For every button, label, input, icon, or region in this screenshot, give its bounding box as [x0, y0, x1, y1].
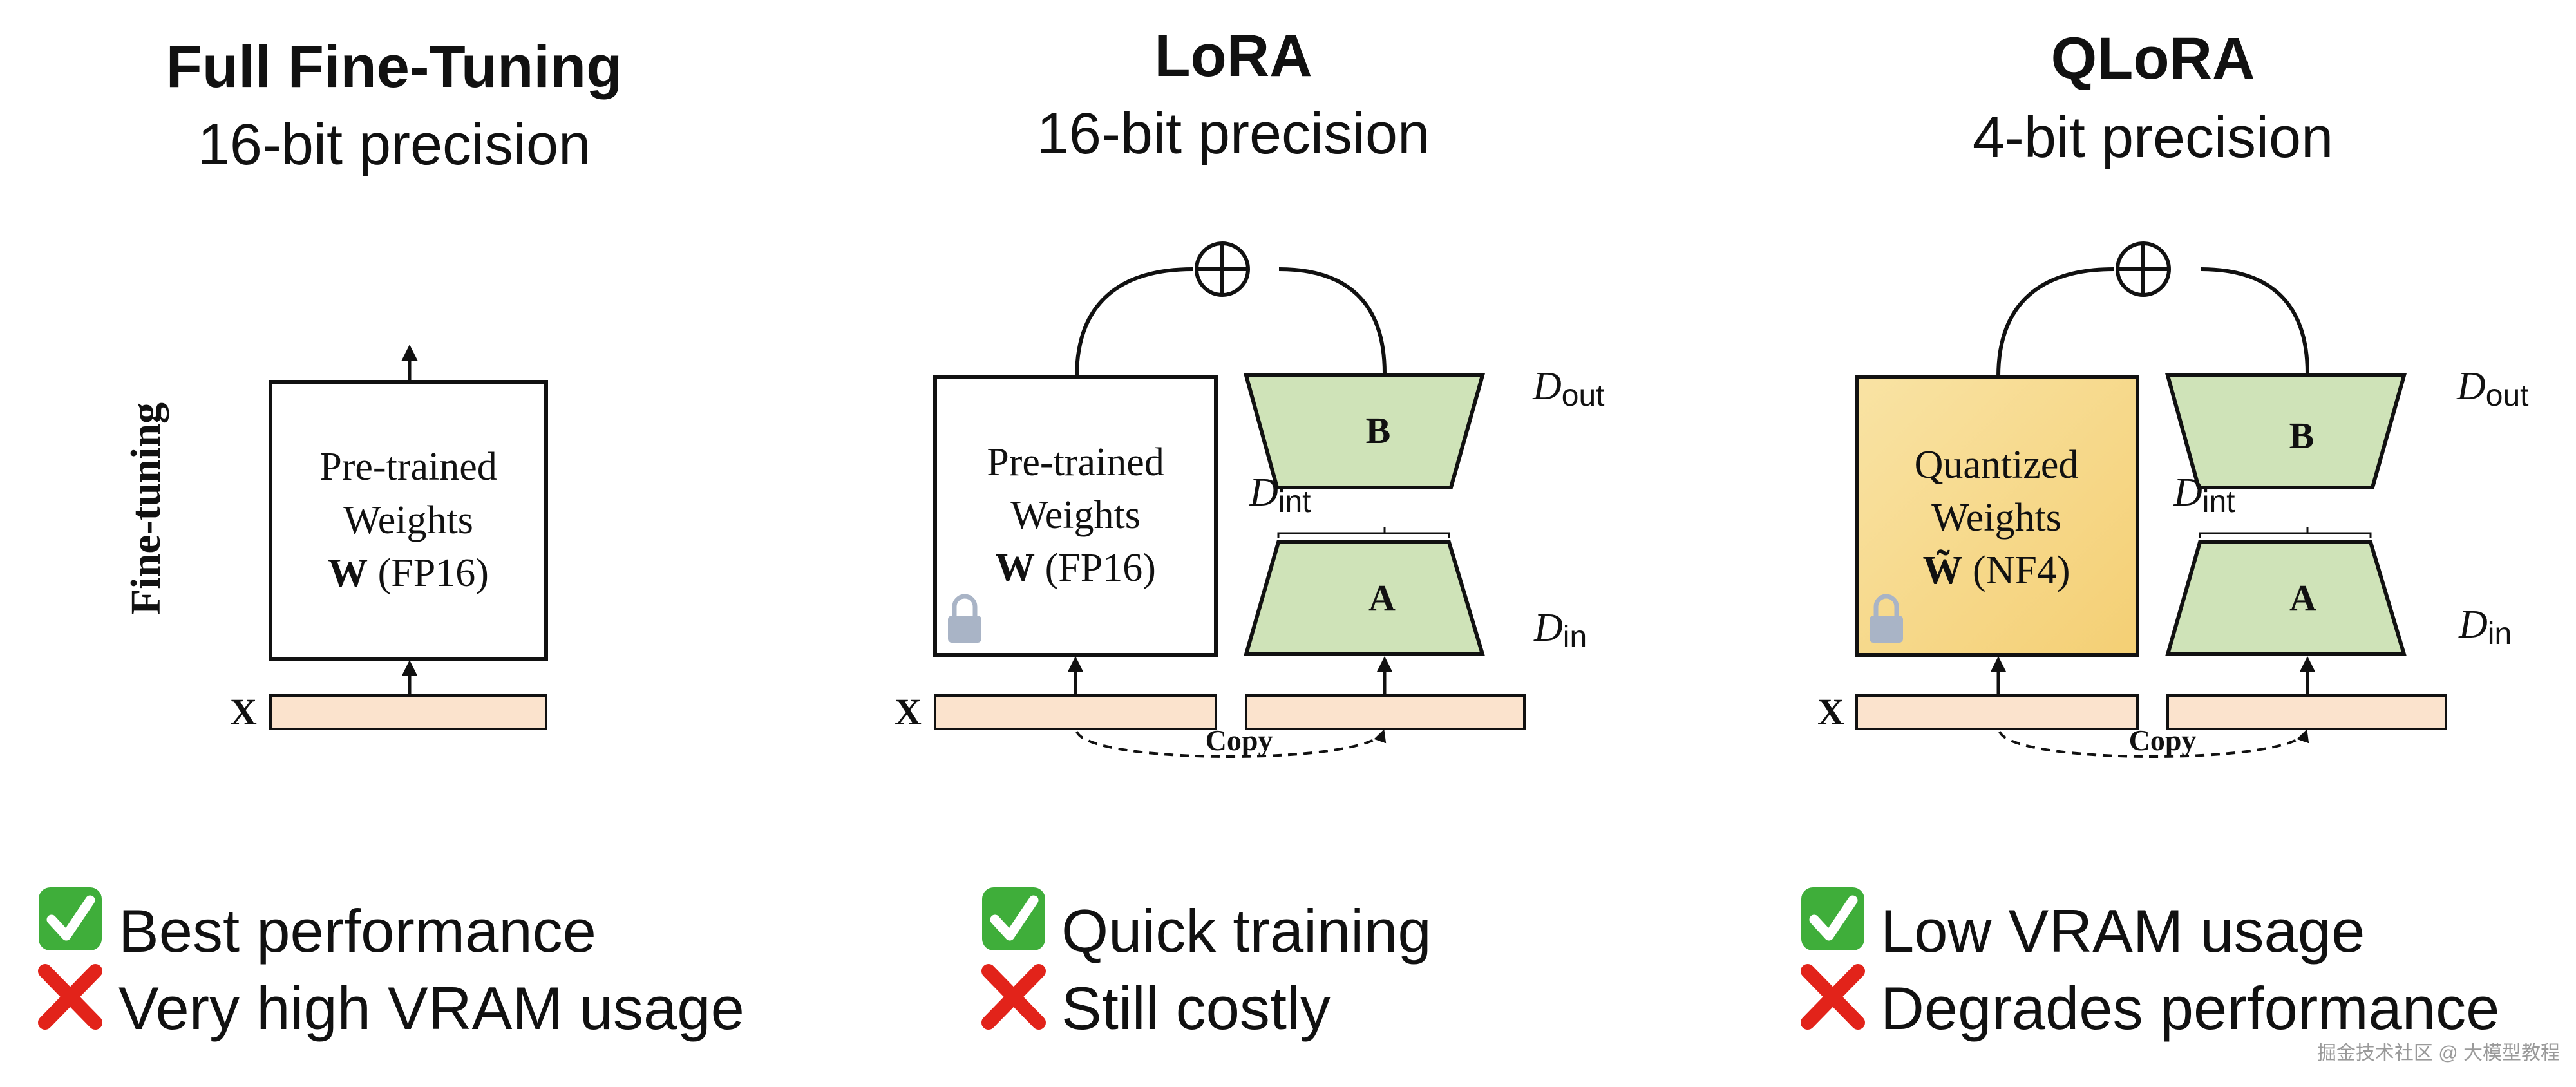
input-bar — [269, 694, 547, 730]
panel-lora: LoRA 16-bit precision Pre-trained Weight… — [895, 23, 1604, 1042]
watermark: 掘金技术社区 @ 大模型教程 — [2317, 1043, 2560, 1064]
pro-item: Low VRAM usage — [1801, 887, 2365, 965]
copy-path — [1075, 729, 1387, 758]
weights-format: (FP16) — [1045, 546, 1156, 590]
weights-line1: Quantized — [1915, 443, 2079, 487]
weights-format: (NF4) — [1973, 549, 2070, 592]
input-label: X — [230, 691, 257, 733]
adapter-path-curve — [2201, 267, 2309, 374]
input-copy-bar — [1245, 694, 1526, 730]
panel-subtitle: 16-bit precision — [198, 113, 591, 177]
panel-subtitle: 16-bit precision — [1037, 102, 1430, 166]
check-mark-icon — [982, 887, 1045, 950]
adapter-b-trapezoid — [1244, 373, 1485, 489]
panel-title: Full Fine-Tuning — [166, 34, 623, 100]
input-copy-bar — [2166, 694, 2447, 730]
copy-label: Copy — [1206, 724, 1273, 757]
adapter-a-trapezoid — [2165, 540, 2407, 656]
weights-line3: W (FP16) — [328, 551, 489, 595]
input-bar — [934, 694, 1217, 730]
panel-title: LoRA — [1154, 23, 1312, 89]
weights-line3: W (FP16) — [995, 546, 1156, 590]
panel-qlora: QLoRA 4-bit precision Quantized Weights … — [1801, 26, 2529, 1042]
pro-item: Best performance — [39, 887, 596, 965]
input-label: X — [895, 691, 922, 733]
weights-line3: W̃ (NF4) — [1922, 549, 2070, 592]
input-bar — [1855, 694, 2139, 730]
cross-mark-icon — [38, 964, 102, 1030]
input-label: X — [1817, 691, 1844, 733]
con-item: Very high VRAM usage — [38, 964, 744, 1042]
dim-in-label: Din — [2458, 603, 2512, 651]
con-item: Degrades performance — [1801, 964, 2499, 1042]
frozen-path-curve — [1075, 267, 1193, 377]
con-text: Very high VRAM usage — [118, 974, 744, 1042]
panel-full-fine-tuning: Full Fine-Tuning 16-bit precision Fine-t… — [38, 34, 744, 1042]
adapter-b-label: B — [2289, 415, 2315, 457]
adapter-a-trapezoid — [1244, 540, 1486, 656]
check-mark-icon — [39, 887, 102, 950]
weights-line2: Weights — [343, 498, 473, 542]
con-text: Still costly — [1061, 974, 1331, 1042]
weights-symbol: W — [995, 546, 1035, 590]
adapter-path-curve — [1278, 267, 1387, 374]
pro-text: Quick training — [1061, 897, 1432, 965]
cross-mark-icon — [981, 964, 1046, 1030]
dim-int-label: Dint — [2173, 471, 2235, 519]
adapter-b-trapezoid — [2165, 373, 2407, 489]
weights-line1: Pre-trained — [987, 440, 1164, 484]
weights-symbol: W̃ — [1922, 549, 1962, 592]
dim-out-label: Dout — [1532, 364, 1605, 413]
frozen-path-curve — [1996, 267, 2114, 377]
adapter-b-label: B — [1366, 410, 1391, 451]
weights-box — [269, 380, 548, 661]
weights-format: (FP16) — [378, 551, 489, 595]
lock-icon — [948, 594, 981, 643]
copy-label: Copy — [2129, 724, 2197, 757]
cross-mark-icon — [1801, 964, 1865, 1030]
weights-box — [933, 375, 1218, 657]
adapter-a-label: A — [1368, 577, 1396, 619]
circled-plus-icon — [2116, 241, 2171, 297]
circled-plus-icon — [1195, 241, 1250, 297]
quantized-weights-box — [1855, 375, 2139, 657]
adapter-a-label: A — [2289, 577, 2316, 619]
con-item: Still costly — [981, 964, 1331, 1042]
dim-int-label: Dint — [1249, 471, 1311, 519]
weights-line2: Weights — [1931, 496, 2061, 540]
panel-title: QLoRA — [2051, 26, 2255, 91]
int-bracket — [2199, 527, 2372, 538]
dim-in-label: Din — [1533, 606, 1587, 654]
panel-subtitle: 4-bit precision — [1973, 106, 2333, 170]
lock-icon — [1870, 594, 1903, 643]
weights-line1: Pre-trained — [319, 445, 497, 489]
check-mark-icon — [1801, 887, 1864, 950]
weights-line2: Weights — [1010, 493, 1141, 537]
fine-tuning-side-label: Fine-tuning — [122, 402, 169, 615]
con-text: Degrades performance — [1880, 974, 2499, 1042]
weights-symbol: W — [328, 551, 368, 595]
int-bracket — [1277, 527, 1450, 538]
copy-path — [1998, 729, 2309, 758]
pro-item: Quick training — [982, 887, 1432, 965]
dim-out-label: Dout — [2456, 364, 2529, 413]
pro-text: Best performance — [118, 897, 596, 965]
pro-text: Low VRAM usage — [1880, 897, 2365, 965]
